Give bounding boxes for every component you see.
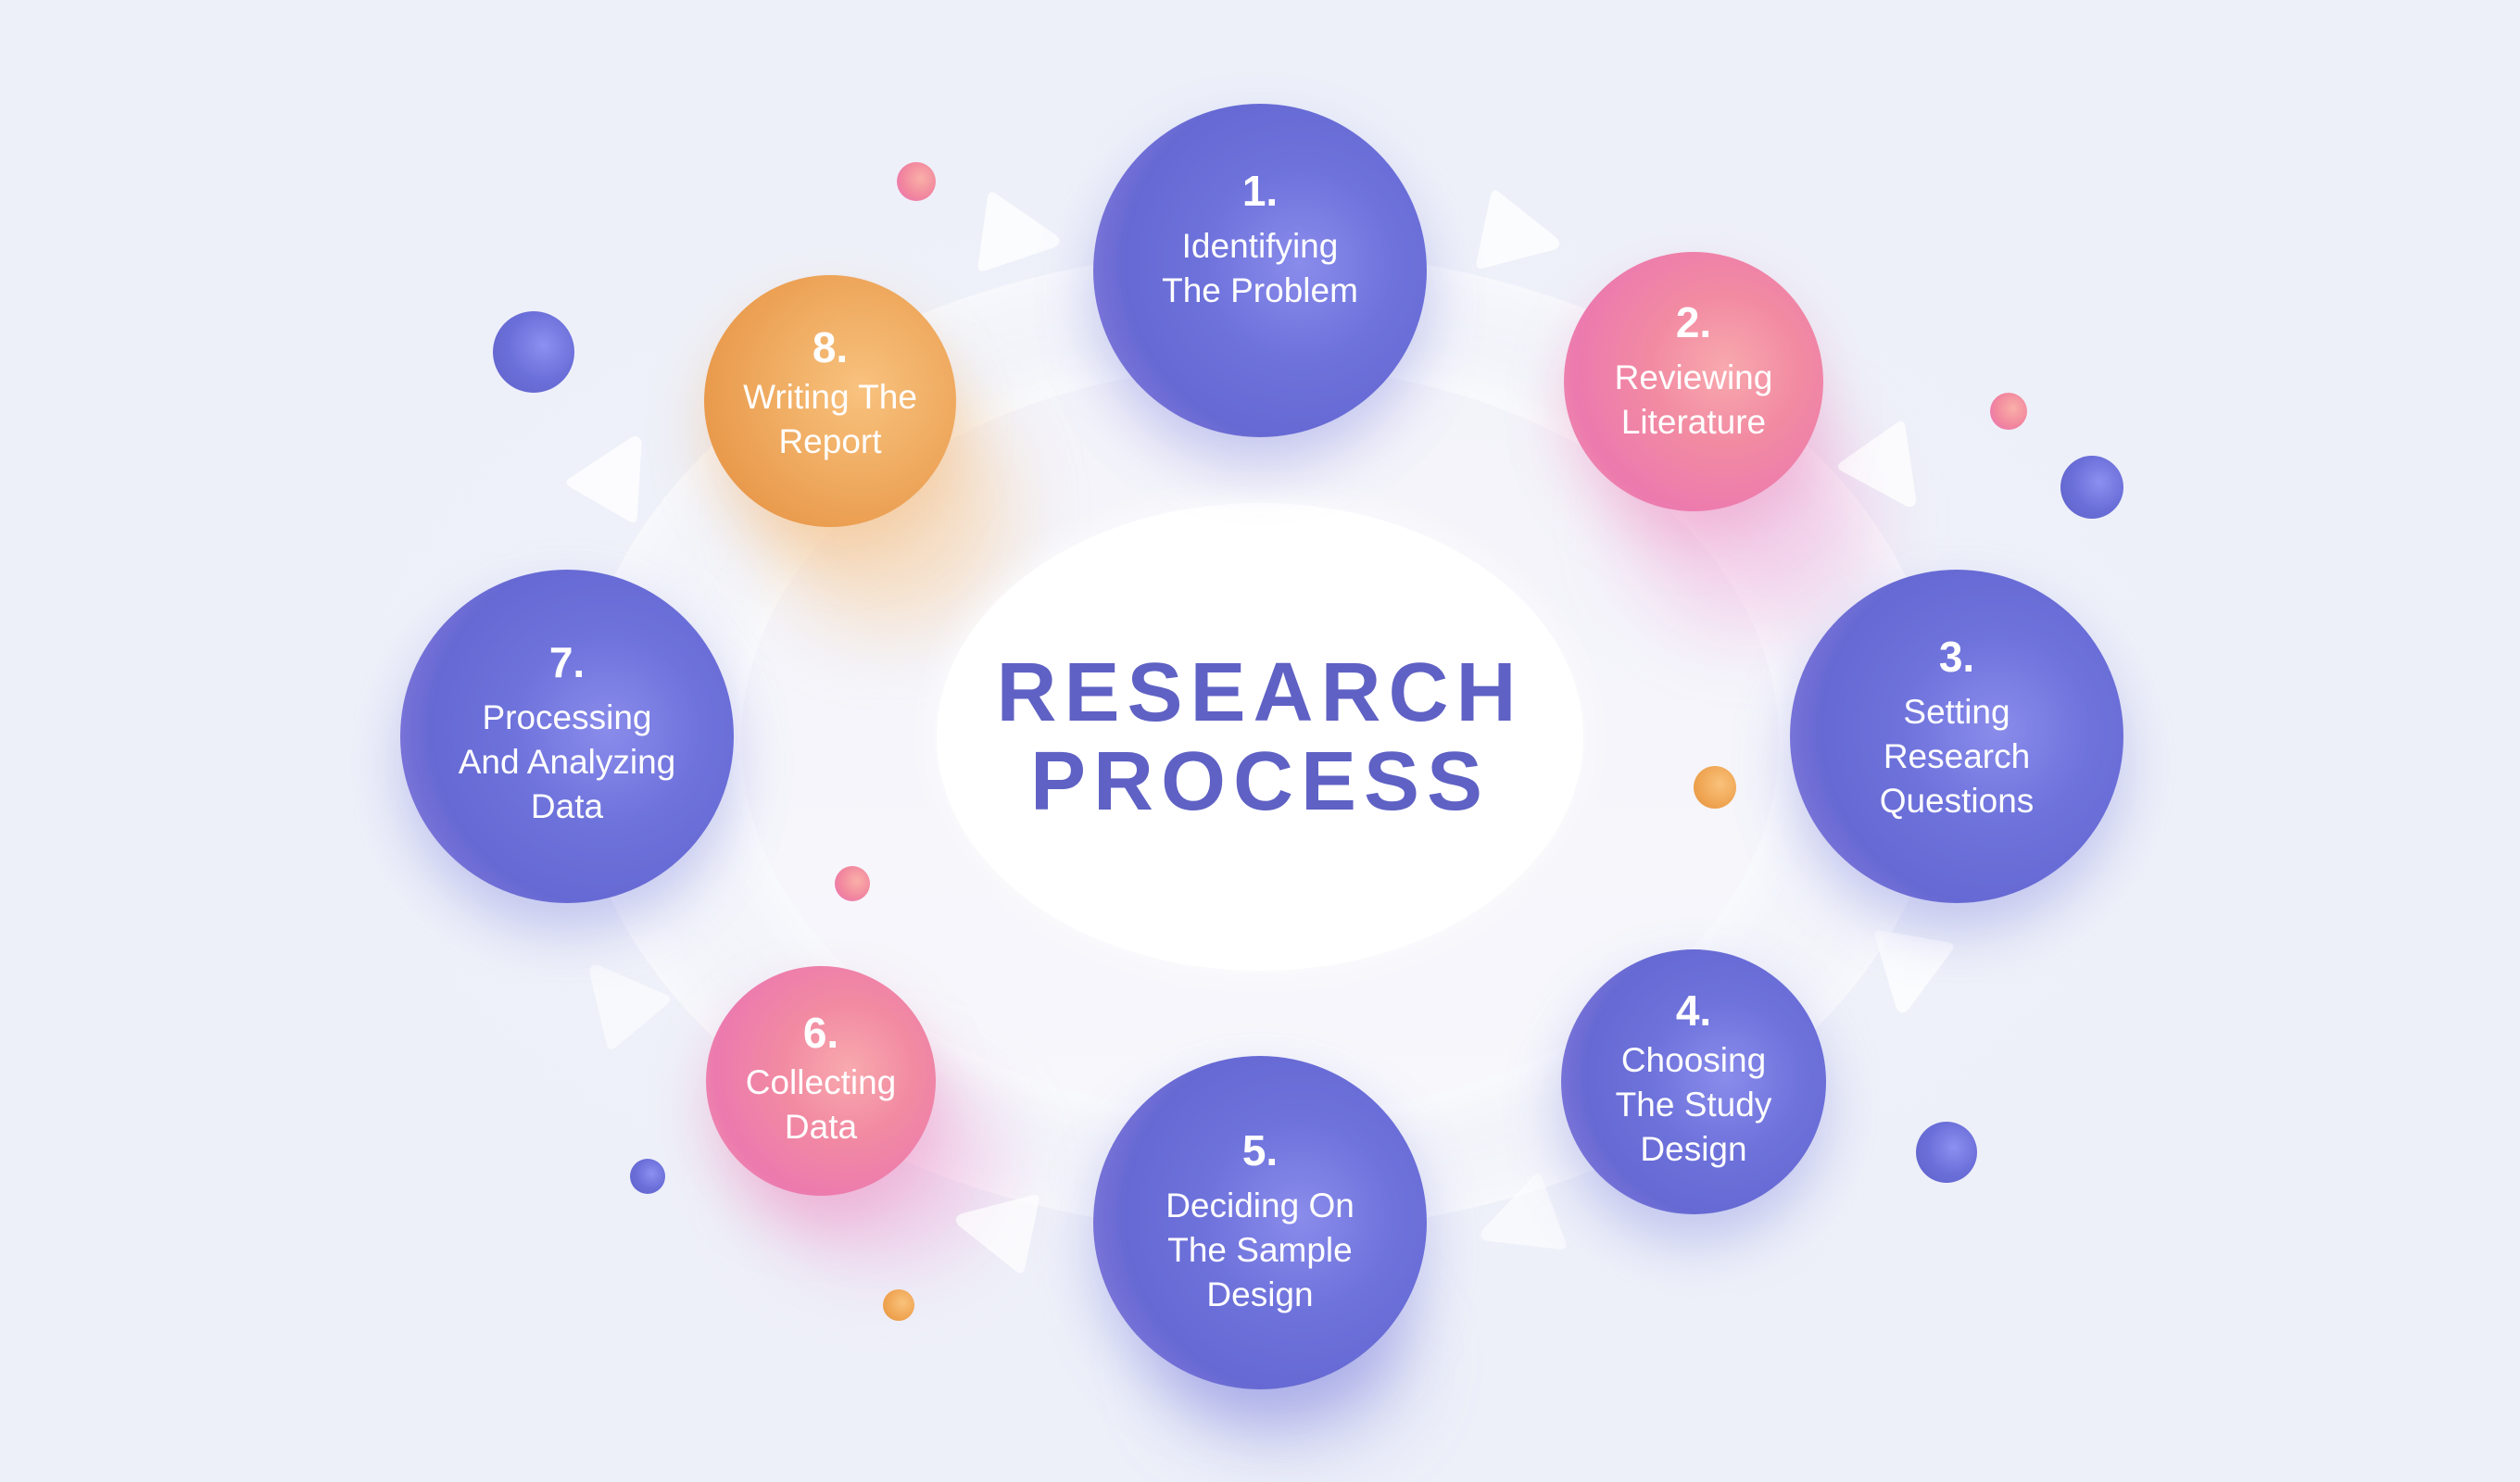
decorative-ball — [630, 1159, 665, 1194]
arrow-up-left-icon — [547, 926, 690, 1070]
step-3-setting-research-questions: 3. Setting Research Questions — [1790, 570, 2123, 903]
step-5-deciding-on-the-sample-design: 5. Deciding On The Sample Design — [1093, 1056, 1427, 1389]
step-number: 1. — [1241, 167, 1279, 215]
step-label: Collecting Data — [745, 1063, 897, 1146]
step-1-identifying-the-problem: 1. Identifying The Problem — [1093, 104, 1427, 437]
decorative-ball — [493, 311, 574, 393]
step-number: 4. — [1675, 986, 1712, 1035]
step-number: 7. — [548, 638, 586, 686]
arrow-up-right-icon — [548, 403, 687, 542]
decorative-ball — [1990, 393, 2027, 430]
step-label: Reviewing Literature — [1614, 358, 1773, 441]
step-number: 3. — [1938, 633, 1975, 681]
decorative-ball — [883, 1289, 914, 1321]
step-7-processing-and-analyzing-data: 7. Processing And Analyzing Data — [400, 570, 734, 903]
step-6-collecting-data: 6. Collecting Data — [706, 966, 936, 1196]
step-label: Processing And Analyzing Data — [458, 698, 676, 825]
step-label: Deciding On The Sample Design — [1166, 1187, 1354, 1313]
decorative-ball — [897, 162, 936, 201]
step-number: 2. — [1675, 298, 1712, 346]
arrow-down-left-icon — [1455, 1158, 1585, 1288]
step-number: 6. — [802, 1009, 839, 1057]
step-number: 8. — [812, 323, 849, 371]
center-title-ellipse: RESEARCH PROCESS — [937, 503, 1583, 971]
arrow-down-icon — [1849, 913, 1967, 1031]
step-label: Setting Research Questions — [1879, 693, 2035, 820]
step-label: Identifying The Problem — [1162, 227, 1358, 309]
arrow-right-icon — [1459, 176, 1580, 296]
arrow-down-right-icon — [1819, 401, 1960, 543]
step-8-writing-the-report: 8. Writing The Report — [704, 275, 956, 527]
step-2-reviewing-literature: 2. Reviewing Literature — [1564, 252, 1823, 511]
decorative-ball — [1694, 766, 1736, 809]
arrow-left-icon — [936, 1167, 1056, 1287]
arrow-right-icon — [962, 179, 1077, 294]
step-label: Choosing The Study Design — [1615, 1041, 1772, 1168]
decorative-ball — [835, 866, 870, 901]
title-line-2: PROCESS — [1029, 735, 1491, 828]
step-number: 5. — [1241, 1126, 1279, 1174]
title-line-1: RESEARCH — [996, 646, 1524, 739]
decorative-ball — [2060, 456, 2123, 519]
decorative-ball — [1916, 1122, 1977, 1183]
step-label: Writing The Report — [743, 378, 917, 460]
step-4-choosing-the-study-design: 4. Choosing The Study Design — [1561, 949, 1826, 1214]
